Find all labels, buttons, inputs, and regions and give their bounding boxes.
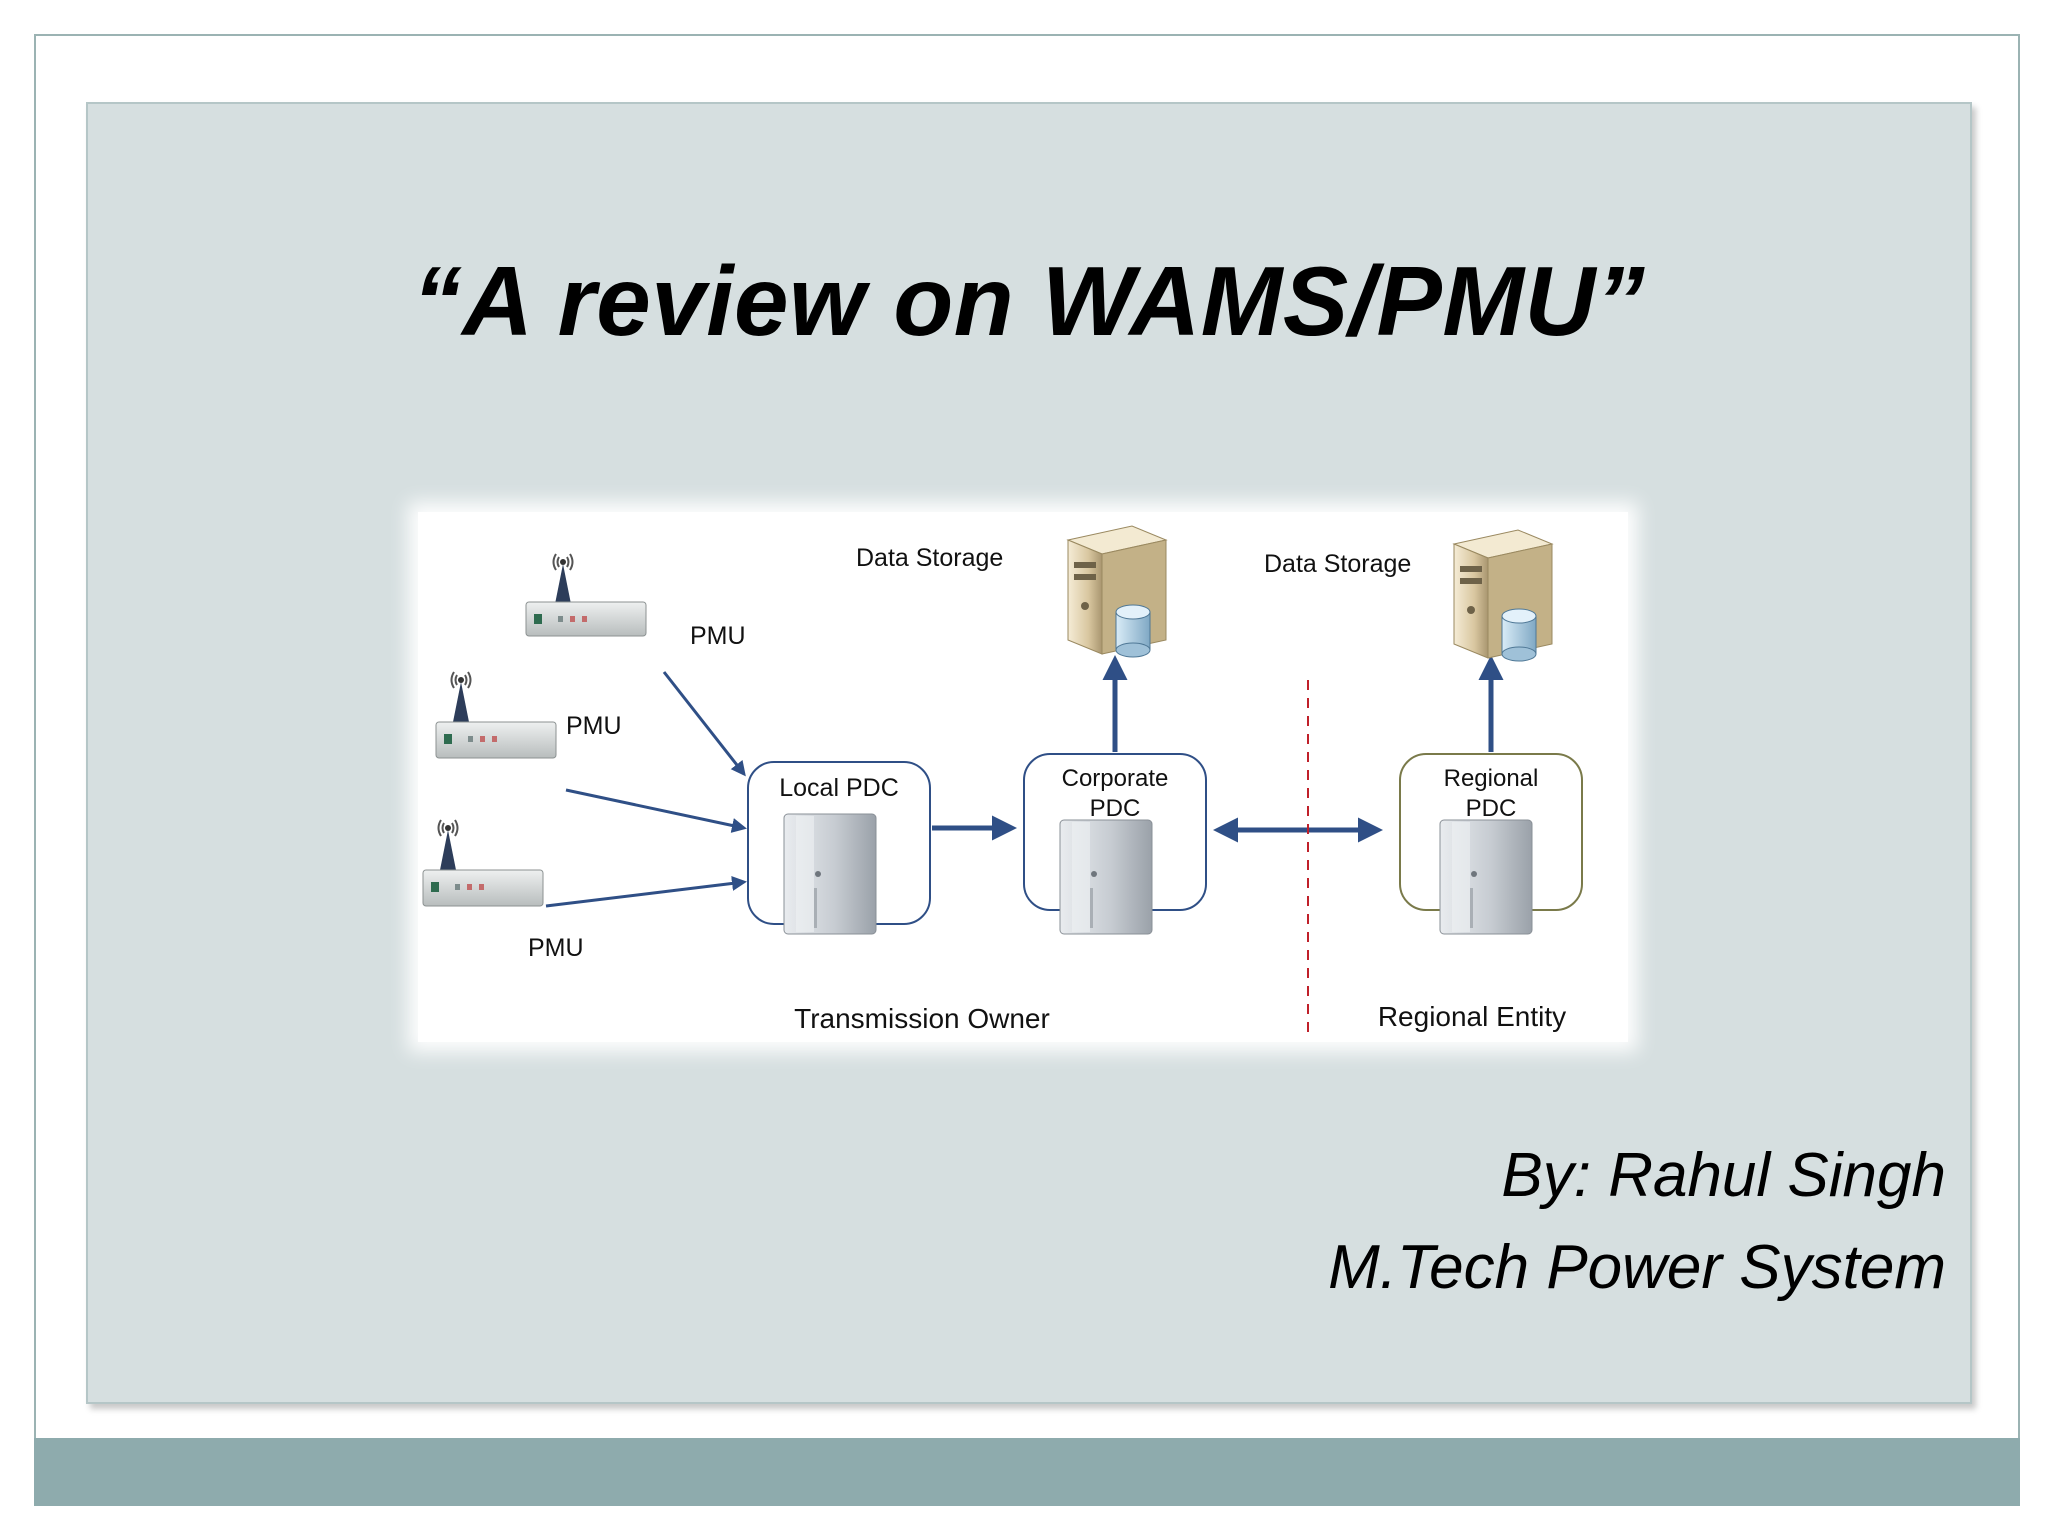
pmu-label: PMU [528,934,584,962]
data-storage-label: Data Storage [1264,550,1411,578]
pmu-device [525,553,647,637]
arrow-pmu-to-local-pdc [545,875,747,908]
transmission-owner-label: Transmission Owner [794,1003,1050,1034]
antenna-icon [437,819,459,870]
diagram-svg: PMU PMU PMU [422,525,1583,1034]
regional-pdc-label: PDC [1466,795,1517,822]
footer-band [34,1438,2020,1506]
server-icon [783,813,877,935]
disk-icon [1115,604,1151,658]
pmu-device [435,671,557,759]
wams-architecture-diagram: PMU PMU PMU [418,512,1628,1042]
local-pdc-label: Local PDC [779,774,899,802]
corporate-pdc-label: PDC [1090,795,1141,822]
pmu-label: PMU [690,622,746,650]
antenna-icon [450,671,472,722]
corporate-pdc-label: Corporate [1062,765,1169,792]
arrow-pmu-to-local-pdc [662,671,746,777]
data-storage-label: Data Storage [856,544,1003,572]
author-block: By: Rahul Singh M.Tech Power System [1328,1130,1946,1314]
author-program: M.Tech Power System [1328,1233,1946,1302]
slide-title: “A review on WAMS/PMU” [412,246,1646,356]
server-icon [1439,819,1533,935]
pmu-label: PMU [566,712,622,740]
author-name: By: Rahul Singh [1501,1141,1946,1210]
arrow-pmu-to-local-pdc [565,788,747,833]
database-server-icon [1452,529,1554,662]
pmu-device [422,819,544,907]
regional-pdc-label: Regional [1444,765,1539,792]
antenna-icon [552,553,574,604]
disk-icon [1501,608,1537,662]
database-server-icon [1066,525,1168,658]
server-icon [1059,819,1153,935]
regional-entity-label: Regional Entity [1378,1001,1566,1032]
